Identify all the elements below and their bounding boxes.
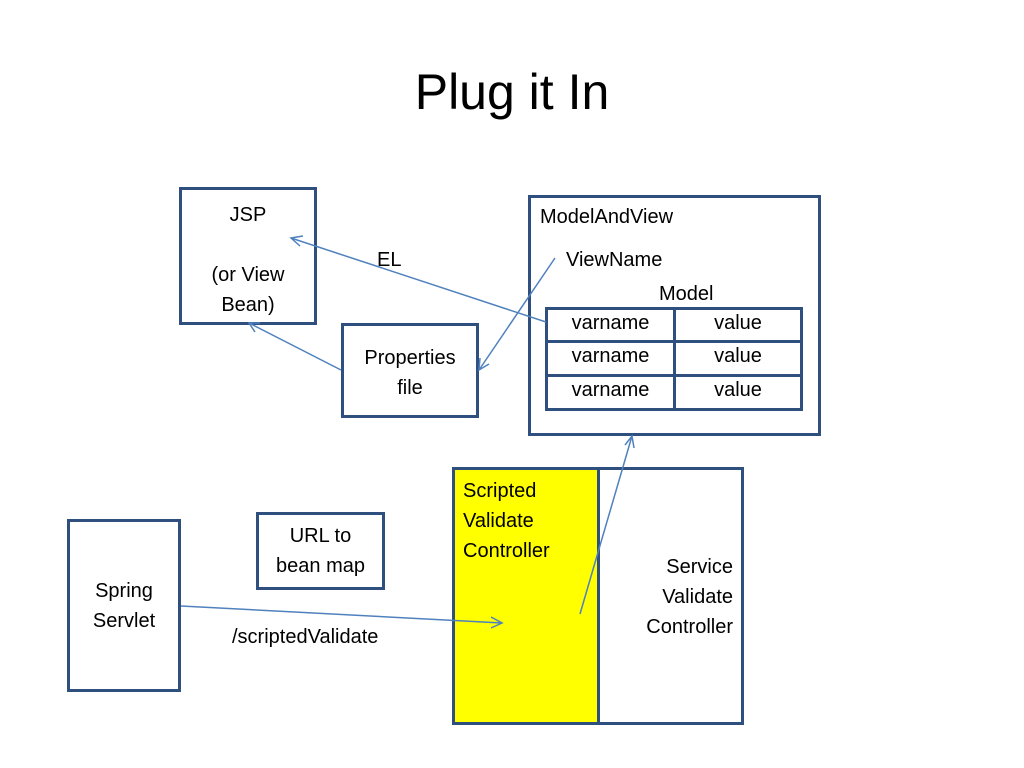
spring-servlet-box: Spring Servlet [67, 519, 181, 692]
service-label-1: Service [666, 556, 733, 578]
scripted-validate-path-label: /scriptedValidate [232, 626, 379, 648]
scripted-label-2: Validate [463, 510, 534, 532]
model-row-2-value: value [673, 340, 803, 377]
scripted-label-3: Controller [463, 540, 550, 562]
view-name-label: ViewName [566, 249, 663, 271]
model-row-1-value: value [673, 307, 803, 343]
jsp-label: JSP [229, 204, 267, 226]
service-label-3: Controller [646, 616, 733, 638]
jsp-box: JSP (or View Bean) [179, 187, 317, 325]
properties-arrow [248, 322, 342, 371]
spring-label-2: Servlet [92, 610, 156, 632]
url-map-label-2: bean map [276, 555, 365, 577]
service-label-2: Validate [662, 586, 733, 608]
el-label: EL [377, 249, 402, 271]
spring-label-1: Spring [95, 580, 153, 602]
scripted-validate-controller-box: Scripted Validate Controller [452, 467, 600, 725]
url-bean-map-box: URL to bean map [256, 512, 385, 590]
jsp-alt-label-1: (or View [211, 264, 285, 286]
model-row-3-value: value [673, 374, 803, 411]
model-label: Model [659, 283, 714, 305]
properties-label-1: Properties [364, 347, 456, 369]
jsp-alt-label-2: Bean) [221, 294, 275, 316]
scripted-label-1: Scripted [463, 480, 537, 502]
model-row-2-name: varname [545, 340, 676, 377]
model-and-view-title: ModelAndView [540, 206, 674, 228]
properties-label-2: file [397, 377, 423, 399]
slide-title: Plug it In [414, 64, 610, 120]
viewname-arrow-head [478, 357, 490, 372]
service-validate-controller-box: Service Validate Controller [597, 467, 744, 725]
properties-file-box: Properties file [341, 323, 479, 418]
return-arrow-head [624, 434, 635, 449]
el-arrow [290, 237, 547, 323]
model-row-1-name: varname [545, 307, 676, 343]
url-map-label-1: URL to [289, 525, 352, 547]
model-row-3-name: varname [545, 374, 676, 411]
